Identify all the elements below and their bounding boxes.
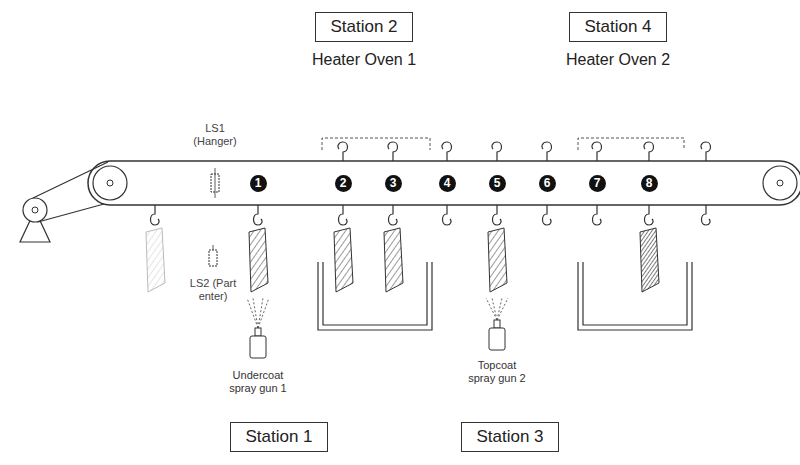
callout-number: 4 [439, 175, 456, 192]
entering-part [146, 228, 165, 292]
part [249, 228, 268, 292]
callout-number: 5 [489, 175, 506, 192]
left-pulley [93, 166, 127, 200]
sensor-label: LS2 (Part enter) [181, 277, 245, 303]
part [384, 228, 403, 292]
station-label: Station 2 [330, 17, 397, 37]
spray-gun-label: Topcoat spray gun 2 [464, 359, 530, 385]
oven-body [318, 262, 432, 330]
oven-body [578, 262, 692, 330]
limit-switch-lever [215, 168, 216, 198]
spray-gun [250, 336, 266, 358]
station-label: Station 3 [476, 427, 543, 447]
drive-pulley [23, 198, 47, 222]
part [640, 228, 659, 292]
station-box: Station 2 [315, 12, 412, 42]
spray [486, 298, 508, 320]
station-box: Station 4 [569, 12, 666, 42]
left-pulley-hub [107, 180, 113, 186]
callout-number: 7 [589, 175, 606, 192]
callout-number-text: 2 [340, 177, 347, 189]
station-box: Station 1 [230, 422, 327, 452]
drive-belt [33, 162, 108, 222]
callout-number-text: 3 [390, 177, 397, 189]
callout-number-text: 5 [494, 177, 501, 189]
oven-label: Heater Oven 2 [566, 50, 670, 69]
part [488, 228, 507, 292]
right-pulley-hub [777, 180, 783, 186]
callout-number-text: 1 [255, 177, 262, 189]
callout-number-text: 4 [444, 177, 451, 189]
limit-switch [209, 250, 217, 266]
spray-nozzle [255, 328, 261, 336]
station-label: Station 4 [584, 17, 651, 37]
callout-number: 3 [385, 175, 402, 192]
station-box: Station 3 [461, 422, 558, 452]
sensor-label: LS1 (Hanger) [190, 122, 240, 148]
callout-number: 1 [250, 175, 267, 192]
spray [247, 298, 269, 328]
station-label: Station 1 [245, 427, 312, 447]
callout-number: 6 [539, 175, 556, 192]
spray-gun-label: Undercoat spray gun 1 [223, 369, 293, 395]
conveyor-belt [88, 161, 800, 205]
part [334, 228, 353, 292]
spray-gun [489, 328, 505, 350]
limit-switch-lever [213, 245, 214, 250]
callout-number-text: 6 [544, 177, 551, 189]
spray-nozzle [494, 320, 500, 328]
oven-top [578, 138, 684, 150]
oven-top [322, 138, 430, 150]
top-hooks [338, 142, 710, 161]
right-pulley [763, 166, 797, 200]
callout-number-text: 8 [646, 177, 653, 189]
drive-pulley-hub [32, 207, 38, 213]
oven-label: Heater Oven 1 [312, 50, 416, 69]
callout-number: 8 [641, 175, 658, 192]
callout-number-text: 7 [594, 177, 601, 189]
callout-number: 2 [335, 175, 352, 192]
bottom-hooks [151, 205, 711, 225]
